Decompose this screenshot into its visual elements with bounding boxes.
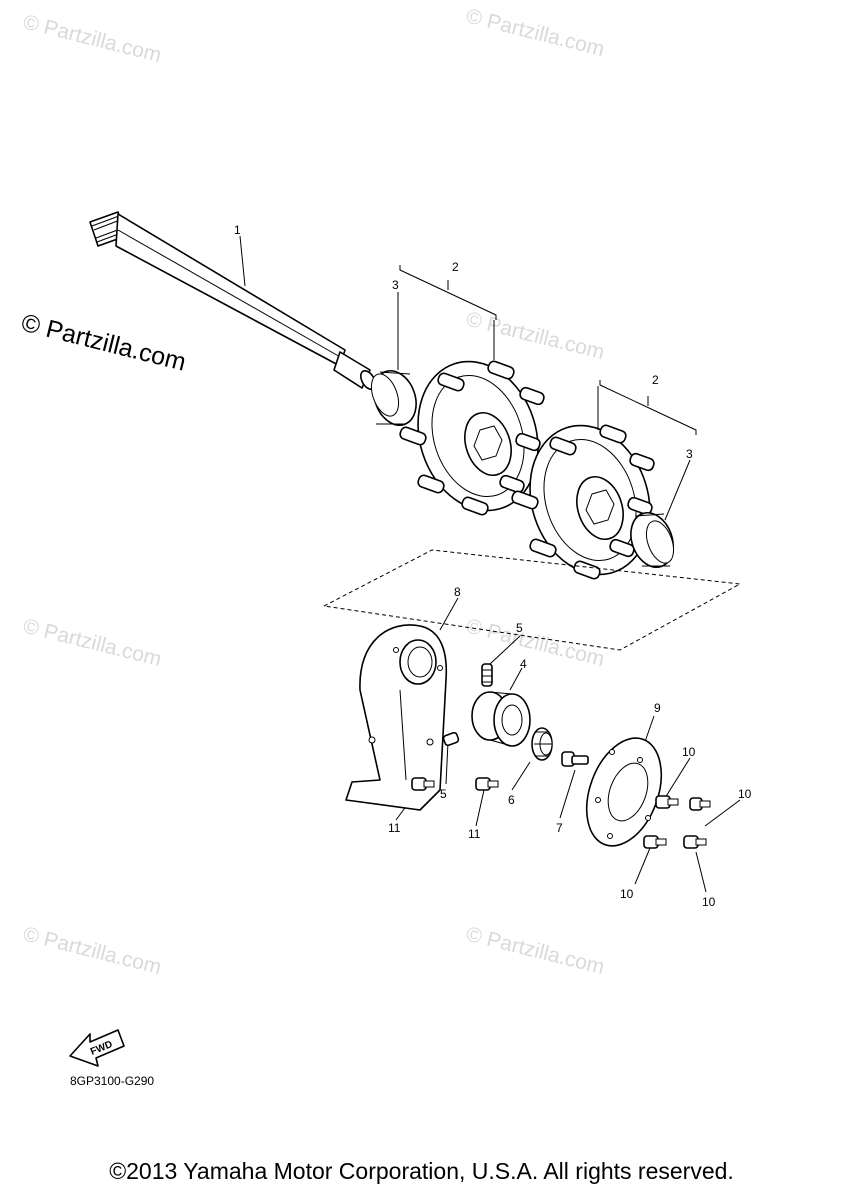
bearing-housing — [345, 624, 448, 811]
set-screw-lower — [442, 731, 460, 747]
flange-plate — [585, 737, 663, 847]
spacer-ring-lower — [630, 512, 675, 568]
callout-5-lower: 5 — [440, 787, 447, 801]
callout-7: 7 — [556, 821, 563, 835]
leader-lines — [239, 235, 741, 893]
callout-10-c: 10 — [620, 887, 634, 901]
bolt-11-a — [411, 777, 435, 791]
assembly-outline — [322, 549, 742, 651]
callout-6: 6 — [508, 793, 515, 807]
callout-2-upper: 2 — [452, 260, 459, 274]
callout-1: 1 — [234, 223, 241, 237]
callout-9: 9 — [654, 701, 661, 715]
drive-shaft — [89, 211, 377, 390]
callout-10-a: 10 — [682, 745, 696, 759]
watermark: © Partzilla.com — [464, 308, 607, 365]
sprocket-upper — [399, 360, 545, 516]
callout-10-d: 10 — [702, 895, 716, 909]
callout-bracket-2-lower — [599, 380, 697, 435]
callout-8: 8 — [454, 585, 461, 599]
bearing — [471, 691, 531, 747]
callout-labels: 1 2 2 3 3 4 5 5 6 7 8 9 10 10 10 10 11 1… — [234, 223, 752, 909]
watermark: © Partzilla.com — [464, 923, 607, 980]
set-screw-upper — [481, 663, 493, 687]
bolt-11-b — [475, 777, 499, 791]
bolt-10-c — [643, 835, 667, 849]
bolt-10-b — [689, 797, 711, 811]
watermark: © Partzilla.com — [21, 923, 164, 980]
watermark: © Partzilla.com — [21, 615, 164, 672]
callout-10-b: 10 — [738, 787, 752, 801]
callout-11-b: 11 — [468, 827, 481, 841]
diagram-code: 8GP3100-G290 — [70, 1074, 154, 1088]
bolt-10-a — [655, 795, 679, 809]
callout-bracket-2-upper — [399, 265, 497, 320]
callout-3-upper: 3 — [392, 278, 399, 292]
watermark: © Partzilla.com — [464, 615, 607, 672]
callout-5-upper: 5 — [516, 621, 523, 635]
callout-11-a: 11 — [388, 821, 401, 835]
callout-3-lower: 3 — [686, 447, 693, 461]
watermark-dark: © Partzilla.com — [19, 309, 189, 377]
callout-2-lower: 2 — [652, 373, 659, 387]
sprocket-lower — [511, 424, 655, 580]
watermark: © Partzilla.com — [464, 5, 607, 62]
fwd-arrow-icon: FWD — [69, 1029, 125, 1067]
bolt-10-d — [683, 835, 707, 849]
callout-4: 4 — [520, 657, 527, 671]
bolt-7 — [561, 751, 589, 767]
watermark: © Partzilla.com — [21, 11, 164, 68]
collar — [531, 727, 553, 761]
spacer-ring-upper — [370, 370, 417, 426]
copyright-notice: ©2013 Yamaha Motor Corporation, U.S.A. A… — [109, 1158, 734, 1184]
